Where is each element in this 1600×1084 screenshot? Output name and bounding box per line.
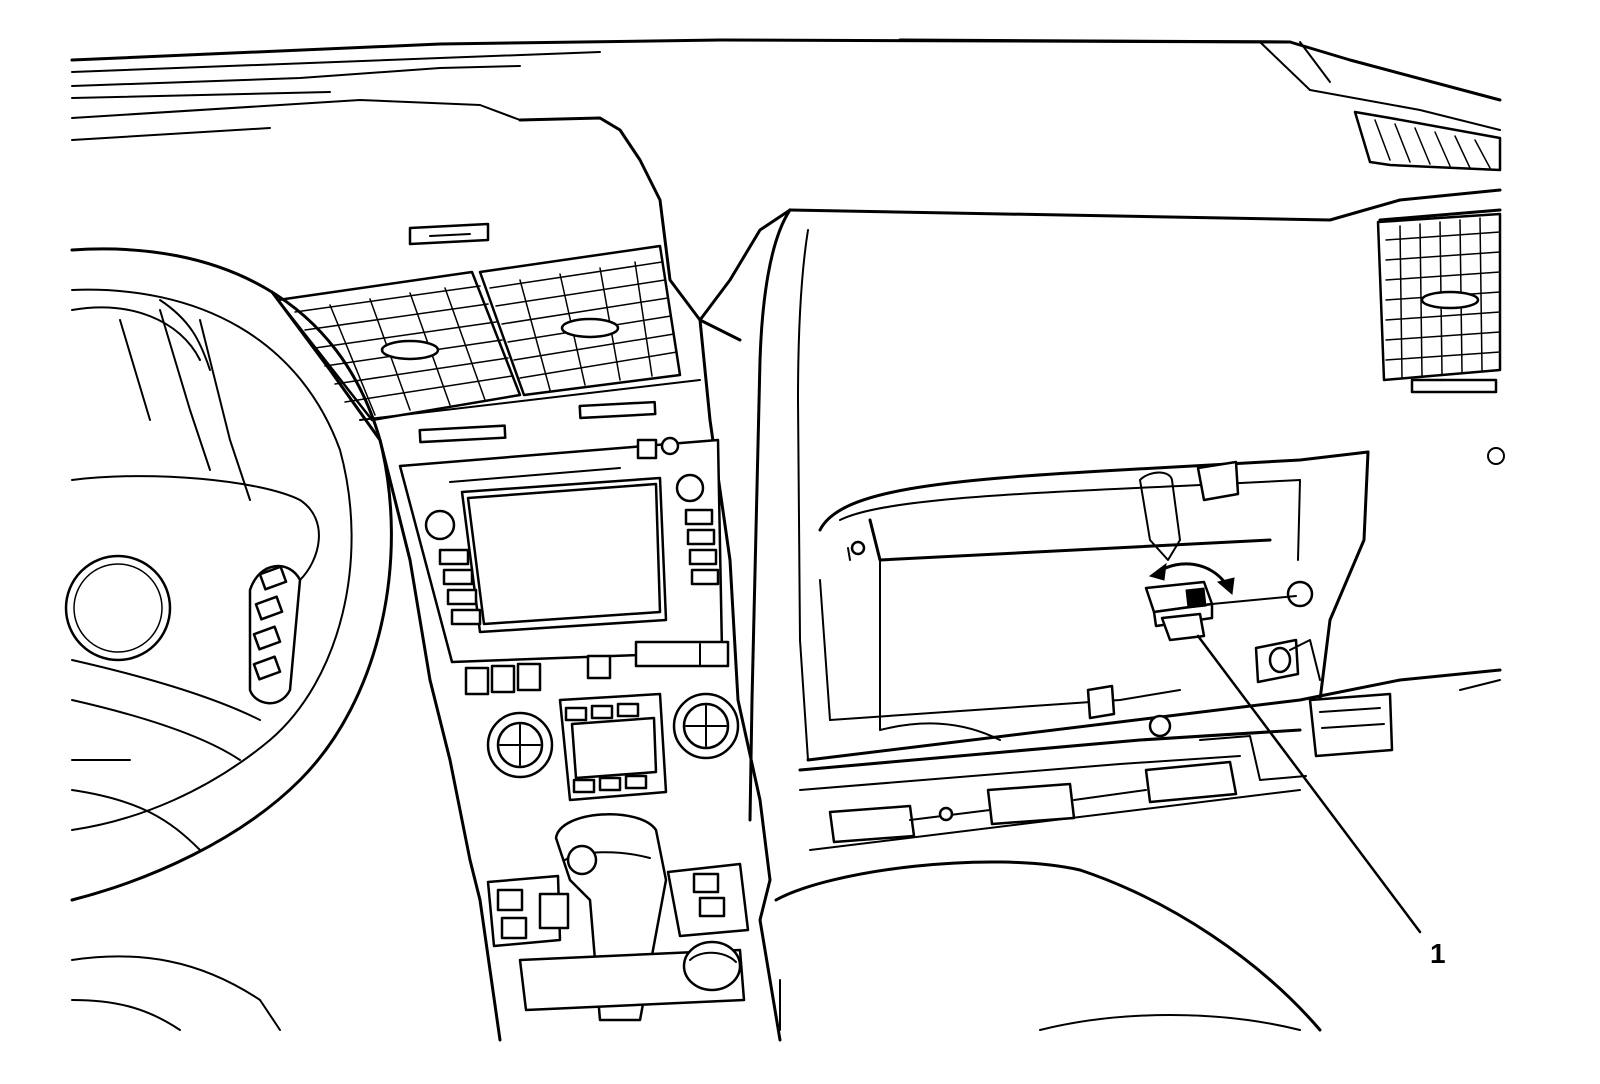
center-left-vent [276,270,522,422]
component-1 [1144,580,1297,642]
passenger-seat [774,860,1322,1032]
glovebox-opening [818,450,1370,741]
right-side-vent [1376,212,1502,394]
center-stack-outline [270,290,772,882]
callout-1-leader-line [1196,634,1422,934]
passenger-dash [748,208,1502,822]
lower-trim [798,728,1302,851]
right-upper-vent [1353,110,1502,172]
glovebox-hardware [1086,447,1505,781]
cluster-edge [159,299,251,501]
rotation-arrow-icon [1148,562,1235,595]
vent-thumbwheels [418,400,657,444]
shifter-console [468,813,782,1042]
windshield-edge [70,38,1502,131]
callout-1-label: 1 [1430,938,1446,969]
steering-wheel [64,247,393,1031]
radio-unit [398,436,724,664]
center-right-vent [478,244,682,397]
defroster-slot [408,222,490,246]
dash-top [71,99,1502,342]
hvac-controls [464,640,740,802]
